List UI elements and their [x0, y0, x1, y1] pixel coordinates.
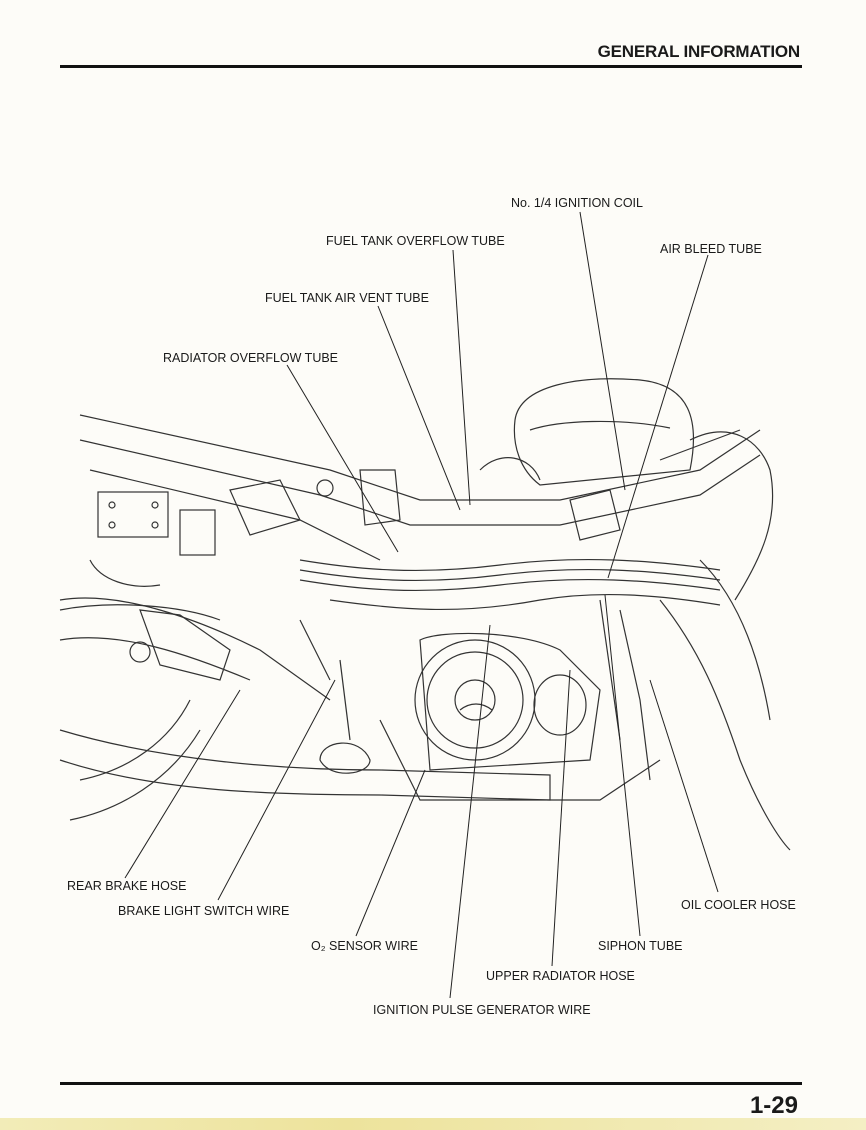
- label-siphon-tube: SIPHON TUBE: [598, 939, 683, 953]
- label-brake-light-switch-wire: BRAKE LIGHT SWITCH WIRE: [118, 904, 290, 918]
- label-oil-cooler-hose: OIL COOLER HOSE: [681, 898, 796, 912]
- section-title: GENERAL INFORMATION: [597, 42, 801, 61]
- header-rule: [60, 65, 802, 68]
- footer-rule: [60, 1082, 802, 1085]
- leader-lines: [124, 211, 719, 999]
- label-radiator-overflow-tube: RADIATOR OVERFLOW TUBE: [163, 351, 339, 365]
- label-rear-brake-hose: REAR BRAKE HOSE: [67, 879, 187, 893]
- label-fuel-tank-air-vent-tube: FUEL TANK AIR VENT TUBE: [265, 291, 429, 305]
- label-o2-sensor-wire: O₂ SENSOR WIRE: [311, 939, 418, 953]
- scan-edge-band: [0, 1118, 866, 1130]
- label-upper-radiator-hose: UPPER RADIATOR HOSE: [486, 969, 635, 983]
- page-number: 1-29: [749, 1092, 798, 1119]
- label-air-bleed-tube: AIR BLEED TUBE: [660, 242, 762, 256]
- label-fuel-tank-overflow-tube: FUEL TANK OVERFLOW TUBE: [326, 234, 505, 248]
- label-ignition-coil: No. 1/4 IGNITION COIL: [511, 196, 643, 210]
- engine-illustration: [59, 378, 791, 851]
- label-ignition-pulse-generator-wire: IGNITION PULSE GENERATOR WIRE: [373, 1003, 591, 1017]
